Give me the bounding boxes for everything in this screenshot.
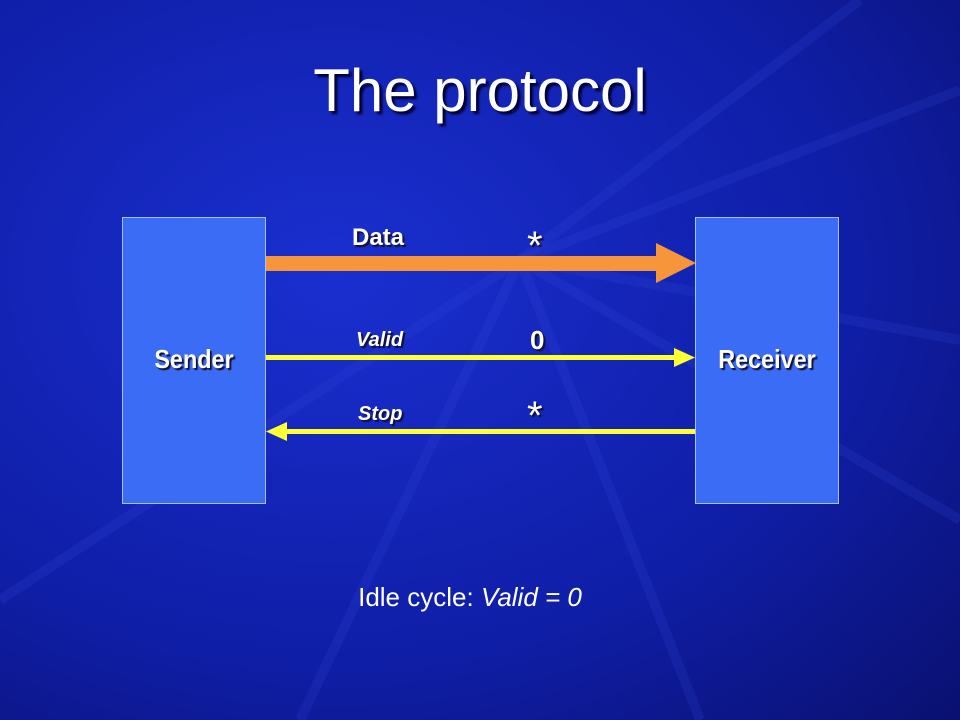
- idle-cycle-caption: Idle cycle: Valid = 0: [0, 582, 940, 613]
- caption-prefix: Idle cycle:: [358, 582, 474, 612]
- data-signal-label: Data: [352, 224, 405, 251]
- caption-expression: Valid = 0: [480, 582, 582, 612]
- data-signal-value: *: [527, 224, 543, 268]
- stop-signal-label: Stop: [358, 403, 403, 425]
- sender-label: Sender: [154, 344, 234, 374]
- receiver-label: Receiver: [718, 344, 816, 374]
- stop-arrow: [266, 422, 695, 441]
- stop-signal-value: *: [527, 394, 543, 438]
- valid-signal-value: 0: [530, 325, 545, 355]
- receiver-box: Receiver: [695, 217, 839, 504]
- data-arrow: [266, 243, 696, 283]
- valid-arrow: [266, 348, 695, 367]
- valid-signal-label: Valid: [356, 329, 404, 351]
- sender-box: Sender: [122, 217, 266, 504]
- slide-title: The protocol: [313, 57, 647, 124]
